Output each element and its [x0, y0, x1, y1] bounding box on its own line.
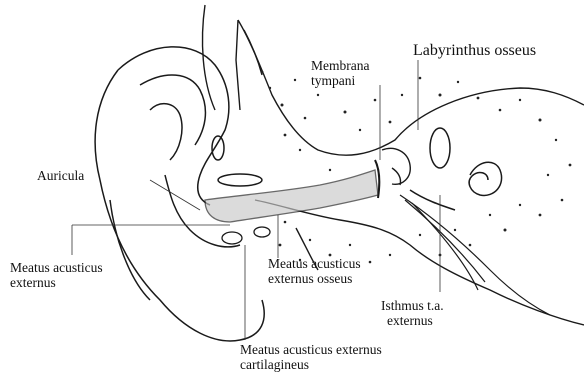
label-meatus-cartilagineus: Meatus acusticus externus cartilagineus: [240, 342, 382, 372]
bone-texture: [261, 71, 572, 264]
label-auricula: Auricula: [37, 168, 84, 183]
label-meatus-acusticus-externus-osseus: Meatus acusticus externus osseus: [268, 256, 361, 286]
label-labyrinthus-osseus: Labyrinthus osseus: [413, 42, 536, 60]
label-isthmus: Isthmus t.a. externus: [381, 298, 444, 328]
label-meatus-acusticus-externus: Meatus acusticus externus: [10, 260, 103, 290]
ear-canal: [205, 170, 378, 244]
labyrinth: [410, 128, 502, 210]
label-membrana-tympani: Membrana tympani: [311, 58, 369, 88]
